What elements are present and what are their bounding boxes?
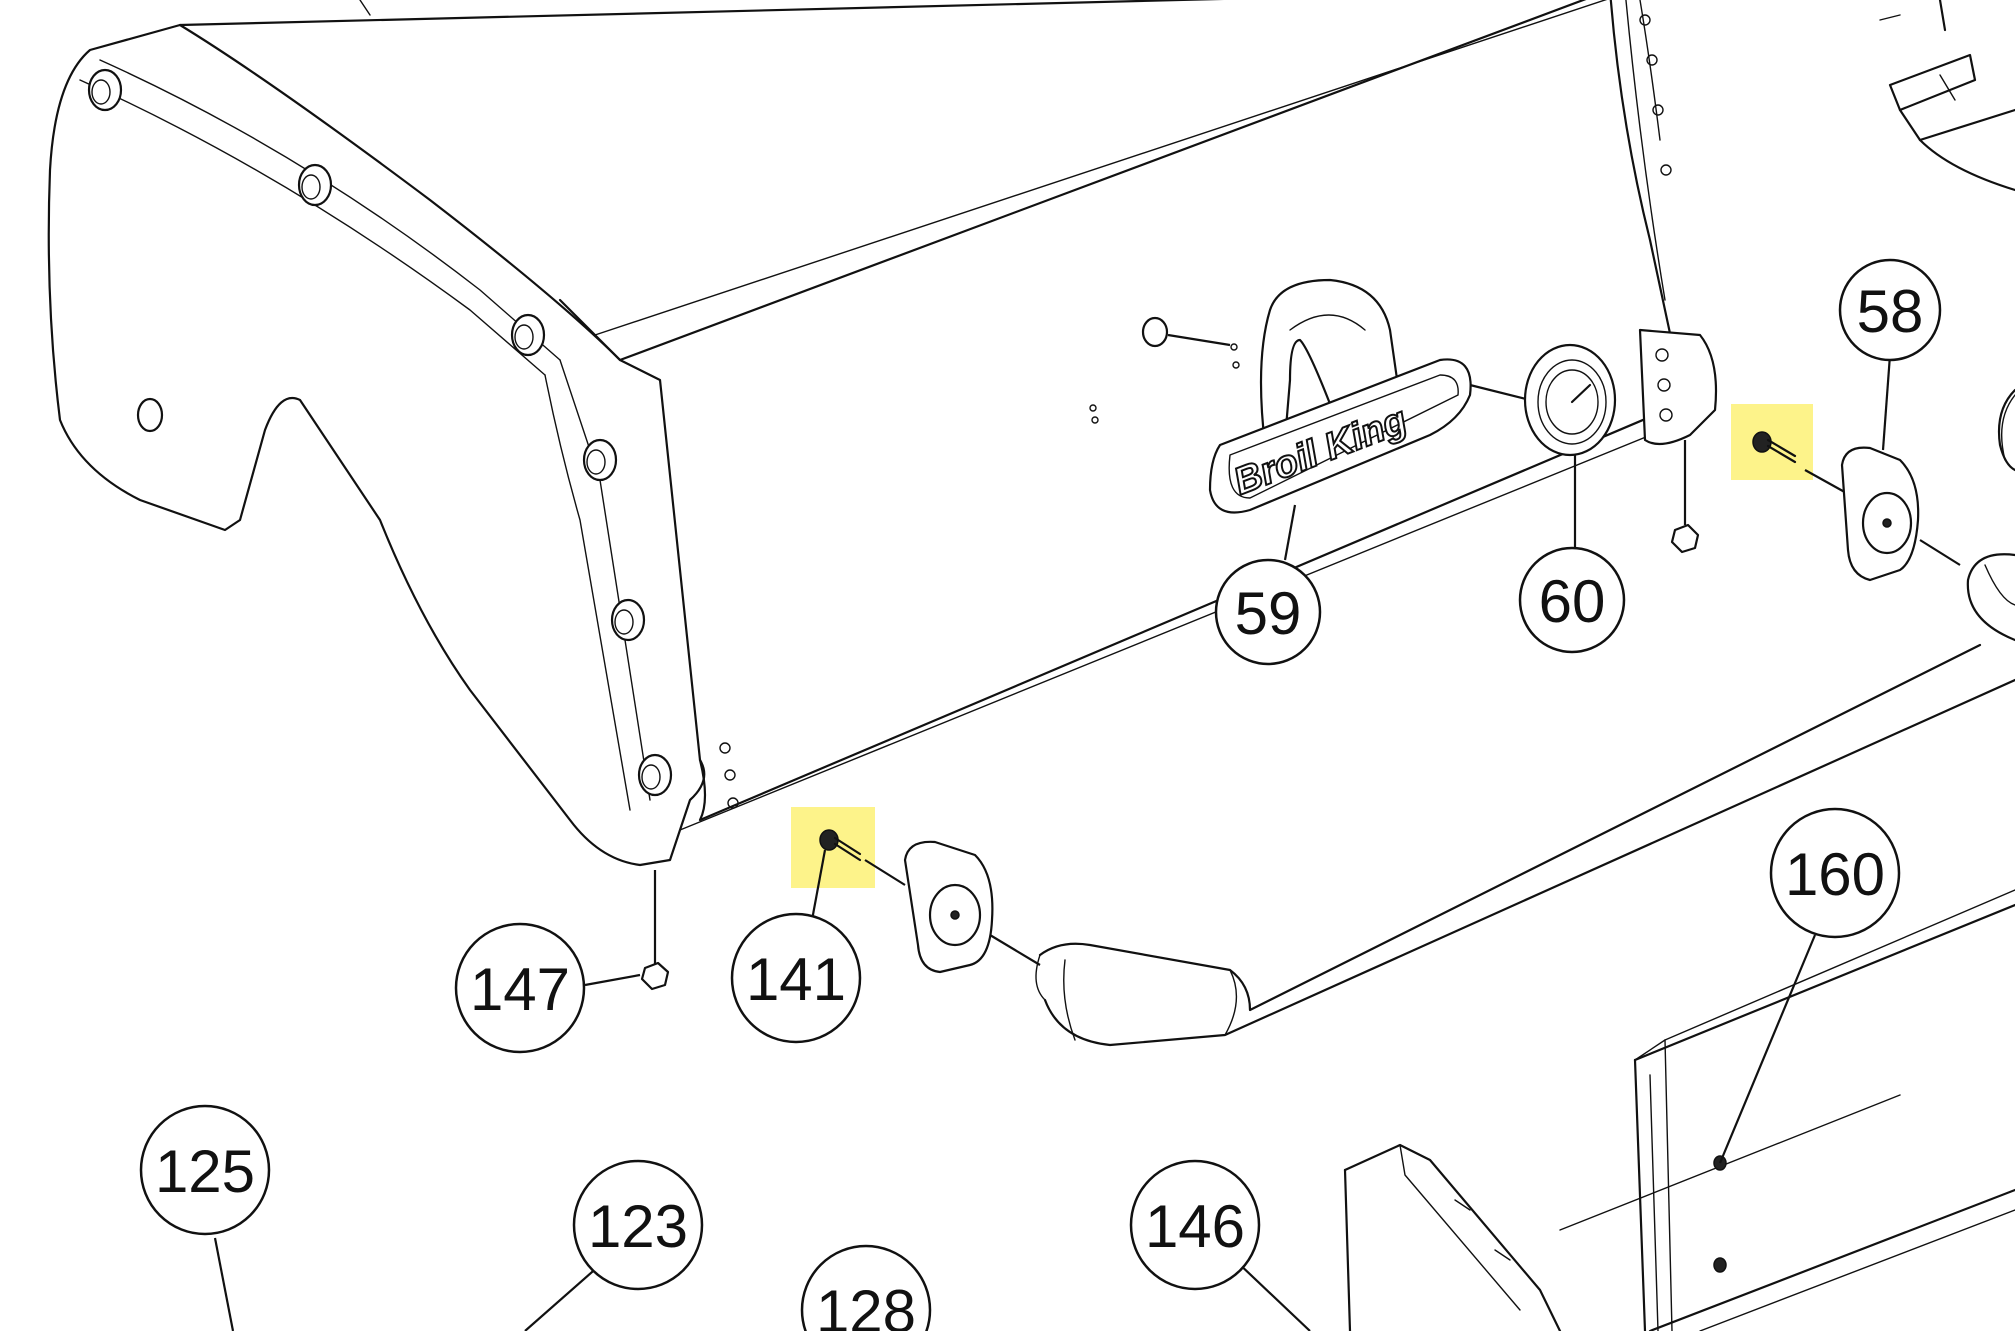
- callout-58: 58: [1838, 258, 1942, 362]
- callout-label: 58: [1857, 278, 1924, 345]
- callout-60: 60: [1518, 546, 1626, 654]
- end-cap-hole: [136, 397, 164, 433]
- callout-123: 123: [572, 1159, 704, 1291]
- callout-59: 59: [1214, 558, 1322, 666]
- leader-123: [524, 1264, 601, 1331]
- end-cap-bolt: [297, 163, 333, 207]
- callout-label: 59: [1235, 580, 1302, 647]
- broil-king-logo-badge: Broil King: [1208, 278, 1472, 561]
- end-cap-bolt: [582, 438, 618, 482]
- callout-160: 160: [1769, 807, 1901, 939]
- leader-125: [213, 1237, 235, 1331]
- end-cap-bolt: [510, 313, 546, 357]
- callout-label: 60: [1539, 568, 1606, 635]
- callout-147: 147: [454, 922, 586, 1054]
- callout-label: 128: [816, 1278, 916, 1331]
- callout-128: 128: [800, 1244, 932, 1331]
- callout-label: 123: [588, 1193, 688, 1260]
- end-cap-bolt: [87, 68, 123, 112]
- callout-label: 141: [746, 946, 846, 1013]
- callout-125: 125: [139, 1104, 271, 1236]
- logo-fastener: [1141, 316, 1240, 369]
- handle-end-bracket-left: [903, 840, 1041, 974]
- grill-lid: [47, 0, 1718, 867]
- grill-handle-tube: [1035, 643, 2015, 1047]
- lower-bracket: [1234, 1143, 1562, 1331]
- handle-bracket-top-right: [1879, 0, 2015, 192]
- callout-label: 160: [1785, 841, 1885, 908]
- callout-label: 147: [470, 956, 570, 1023]
- callout-label: 146: [1145, 1193, 1245, 1260]
- handle-tube-right-end: [1966, 394, 2015, 642]
- side-shelf-panel: [1559, 889, 2015, 1331]
- callout-141: 141: [730, 912, 862, 1044]
- callout-label: 125: [155, 1138, 255, 1205]
- thermometer: [1469, 343, 1617, 590]
- callout-partial-right: [1997, 388, 2015, 472]
- screw-left: [810, 829, 906, 921]
- end-cap-bolt: [610, 598, 646, 642]
- callout-146: 146: [1129, 1159, 1261, 1291]
- hex-nut-left: [584, 870, 670, 991]
- handle-end-bracket-right: [1840, 354, 1961, 582]
- hex-nut-right: [1670, 440, 1700, 554]
- end-cap-bolt: [637, 753, 673, 797]
- screw-right: [1752, 431, 1851, 496]
